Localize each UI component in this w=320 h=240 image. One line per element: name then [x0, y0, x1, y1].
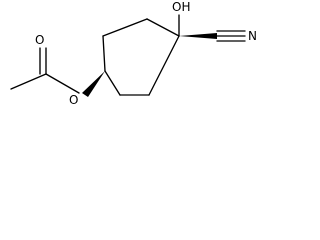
- molecule-structure: OH N O O: [10, 0, 257, 107]
- atom-labels: OH N O O: [35, 0, 257, 107]
- bond-layer: [10, 14, 246, 97]
- bond-oester-carbonyl: [45, 73, 80, 94]
- hydroxyl-label: OH: [172, 0, 190, 14]
- nitrile-n-label: N: [248, 29, 257, 43]
- ring-bond-c2-c3: [148, 35, 180, 96]
- carbonyl-oxygen-label: O: [35, 33, 44, 47]
- bond-carbonyl-methyl: [10, 73, 47, 90]
- ring-bond-c5-c6: [102, 35, 106, 72]
- wedge-bond-c-cn: [179, 33, 217, 39]
- ring-bond-c4-c5: [104, 70, 121, 96]
- wedge-bond-c-oester: [82, 71, 105, 97]
- ester-oxygen-label: O: [69, 93, 78, 107]
- ring-bond-c1-c2: [146, 18, 180, 37]
- ring-bond-c6-c1: [102, 18, 148, 37]
